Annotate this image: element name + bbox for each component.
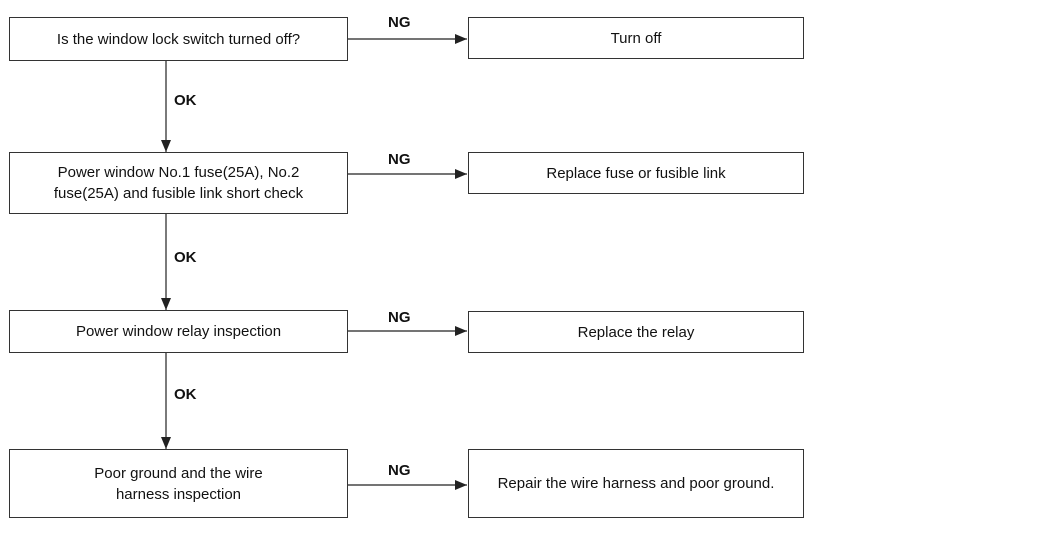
action-text-4: Repair the wire harness and poor ground. [497, 475, 775, 492]
action-text-3: Replace the relay [577, 323, 695, 341]
check-text-2: Power window No.1 fuse(25A), No.2 fuse(2… [53, 164, 304, 202]
check-text-3: Power window relay inspection [75, 323, 282, 340]
check-box-4: Poor ground and the wire harness inspect… [9, 449, 348, 518]
ok-label-3: OK [174, 386, 197, 403]
ng-label-3: NG [388, 309, 411, 326]
action-box-1: Turn off [468, 17, 804, 59]
action-text-1: Turn off [610, 29, 662, 47]
ok-label-2: OK [174, 249, 197, 266]
check-box-2: Power window No.1 fuse(25A), No.2 fuse(2… [9, 152, 348, 214]
ng-label-2: NG [388, 151, 411, 168]
action-text-2: Replace fuse or fusible link [546, 164, 726, 182]
action-box-2: Replace fuse or fusible link [468, 152, 804, 194]
check-text-4: Poor ground and the wire harness inspect… [94, 464, 263, 503]
ng-label-4: NG [388, 462, 411, 479]
action-box-3: Replace the relay [468, 311, 804, 353]
ng-label-1: NG [388, 14, 411, 31]
check-box-1: Is the window lock switch turned off? [9, 17, 348, 61]
check-box-3: Power window relay inspection [9, 310, 348, 353]
action-box-4: Repair the wire harness and poor ground. [468, 449, 804, 518]
check-text-1: Is the window lock switch turned off? [56, 30, 301, 48]
ok-label-1: OK [174, 92, 197, 109]
